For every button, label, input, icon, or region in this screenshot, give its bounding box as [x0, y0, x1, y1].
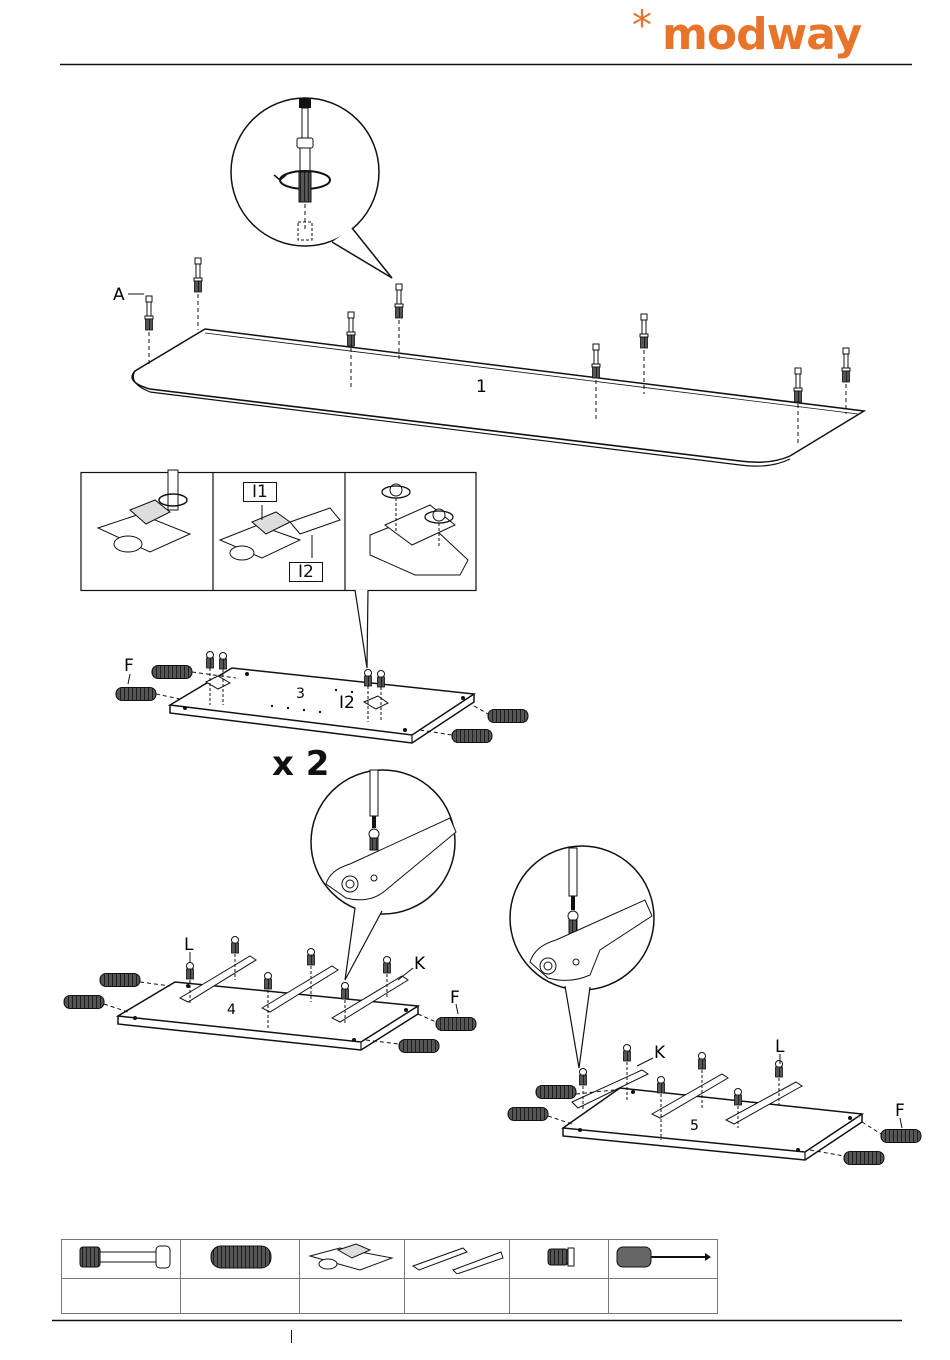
drawer-rail-icon: [405, 1240, 509, 1274]
step3-group: 4: [64, 770, 476, 1053]
panel-1: [132, 329, 864, 466]
parts-icon-row: [62, 1240, 718, 1279]
parts-cell: [405, 1240, 510, 1279]
panel-5: [563, 1088, 862, 1160]
step1-magnifier: [231, 98, 392, 278]
cam-bolt-icon: [62, 1240, 180, 1274]
hinge-icon: [300, 1240, 404, 1274]
footer-separator: [291, 1330, 292, 1343]
step4-magnifier: [510, 846, 654, 1068]
parts-quantity: [62, 1279, 181, 1314]
part-label-f-step4: F: [895, 1101, 905, 1121]
parts-cell: [300, 1240, 405, 1279]
panel-5-number: 5: [690, 1118, 699, 1134]
panel-1-number: 1: [476, 377, 487, 397]
parts-table: [61, 1239, 718, 1314]
part-label-f-step2: F: [124, 656, 134, 676]
part-label-l-step4: L: [775, 1037, 785, 1057]
parts-cell: [510, 1240, 609, 1279]
parts-cell: [181, 1240, 300, 1279]
step3-magnifier: [311, 770, 456, 980]
part-label-a: A: [113, 285, 125, 305]
part-label-i2-step2: I2: [339, 693, 355, 713]
inset-label-i1: I1: [243, 482, 277, 502]
screw-icon: [510, 1240, 608, 1274]
quantity-multiplier: x 2: [272, 745, 329, 783]
parts-quantity-row: [62, 1279, 718, 1314]
parts-quantity: [181, 1279, 300, 1314]
step4-group: 5: [508, 846, 921, 1165]
part-label-f-step3: F: [450, 988, 460, 1008]
parts-quantity: [405, 1279, 510, 1314]
panel-3-number: 3: [296, 686, 305, 702]
parts-quantity: [609, 1279, 718, 1314]
panel-4-number: 4: [227, 1002, 236, 1018]
parts-quantity: [510, 1279, 609, 1314]
parts-quantity: [300, 1279, 405, 1314]
parts-cell: [609, 1240, 718, 1279]
step1-group: 1: [128, 98, 864, 466]
wood-dowel-icon: [181, 1240, 299, 1274]
step2-group: 3: [81, 470, 528, 743]
part-label-k-step4: K: [654, 1043, 666, 1063]
inset-label-i2: I2: [289, 562, 323, 582]
screwdriver-icon: [609, 1240, 717, 1274]
part-label-k-step3: K: [414, 954, 426, 974]
part-label-l-step3: L: [184, 935, 194, 955]
parts-cell: [62, 1240, 181, 1279]
